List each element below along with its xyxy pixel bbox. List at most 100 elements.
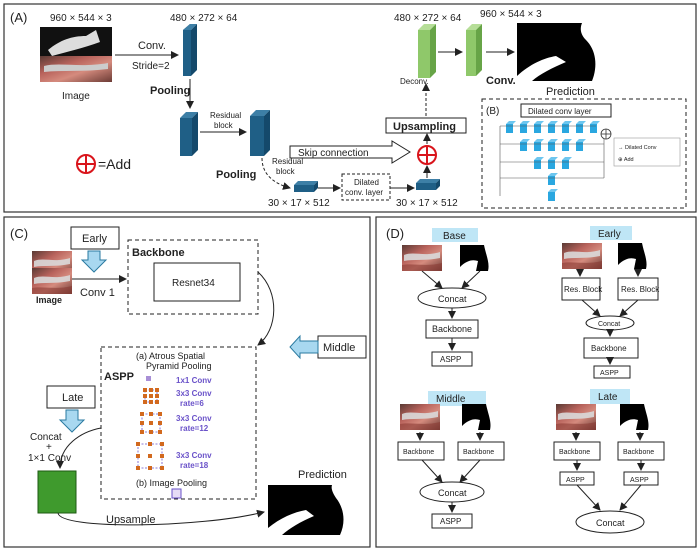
late-mask-image: [620, 404, 660, 430]
rate12-cell: [140, 430, 144, 434]
base-variant: Base Concat Backbone ASPP: [402, 228, 500, 367]
residual-1-l1: Residual: [210, 111, 241, 120]
stride-label: Stride=2: [132, 61, 170, 72]
base-aspp-box: [431, 351, 473, 367]
early-variant: Early Res. Block Res. Block Concat Backb…: [561, 226, 660, 379]
atrous-grid-rate18: [136, 442, 164, 470]
dilated-conv-box: [341, 173, 391, 201]
conv-1x1-square: [146, 376, 151, 381]
rate18-cell: [148, 442, 152, 446]
decoder-block-1: [418, 24, 436, 78]
conv-1x1-label: 1x1 Conv: [176, 376, 212, 385]
rate12-cell: [140, 421, 144, 425]
panel-b-title-box: [520, 103, 612, 118]
base-backbone: Backbone: [432, 324, 472, 334]
rate18-cell: [160, 466, 164, 470]
encoder-block-2: [180, 112, 198, 156]
conv-cube: [548, 142, 555, 151]
rate18-cell: [148, 454, 152, 458]
conv-r18-l2: rate=18: [180, 461, 209, 470]
early-rgb-image: [562, 243, 602, 269]
conv-r12-l1: 3x3 Conv: [176, 414, 212, 423]
aspp-label: ASPP: [104, 371, 134, 383]
panel-a: (A) 960 × 544 × 3 Image Conv. Stride=2 4…: [3, 3, 697, 213]
conv-cube-top: [534, 139, 544, 142]
late-bb2: Backbone: [623, 449, 654, 456]
rate18-cell: [136, 442, 140, 446]
middle-aspp: ASPP: [440, 517, 461, 526]
add-legend-icon: [76, 154, 96, 174]
panel-a-border: [3, 3, 697, 213]
panel-d-border: [375, 216, 697, 548]
middle-aspp-box: [431, 513, 473, 529]
resnet-label: Resnet34: [172, 278, 215, 289]
conv-cube: [506, 124, 513, 133]
conv-cube-top: [548, 139, 558, 142]
aspp-title-l2: Pyramid Pooling: [146, 361, 212, 371]
late-aspp2: ASPP: [630, 477, 649, 484]
concat-c-l2: 1×1 Conv: [28, 453, 71, 464]
dilated-l2: conv. layer: [345, 188, 383, 197]
rate6-cell: [143, 400, 147, 404]
upsampling-label: Upsampling: [393, 121, 456, 133]
late-concat: Concat: [596, 518, 625, 528]
panel-b-title: Dilated conv layer: [528, 107, 592, 116]
late-concat-ellipse: [575, 510, 645, 534]
panel-c-border: [3, 216, 371, 548]
conv-cube: [548, 160, 555, 169]
middle-title-box: [428, 391, 486, 406]
conv-cube-top: [520, 121, 530, 124]
late-label: Late: [62, 392, 83, 404]
backbone-label: Backbone: [132, 247, 185, 259]
late-rgb-image: [556, 404, 596, 430]
atrous-grid-rate12: [140, 412, 162, 434]
conv-cube: [534, 142, 541, 151]
aspp-region: [100, 346, 257, 500]
skip-label: Skip connection: [298, 148, 369, 159]
middle-mask-image: [462, 404, 502, 430]
rate12-cell: [158, 421, 162, 425]
rate6-cell: [155, 400, 159, 404]
rate6-cell: [149, 394, 153, 398]
rate6-cell: [149, 400, 153, 404]
aspp-title-l1: (a) Atrous Spatial: [136, 351, 205, 361]
panel-a-tag: (A): [10, 10, 27, 25]
panel-b-legend-add: ⊕ Add: [618, 157, 634, 163]
residual-2-l1: Residual: [272, 157, 303, 166]
middle-label: Middle: [323, 342, 355, 354]
conv-cube: [548, 124, 555, 133]
early-box: [70, 226, 120, 250]
conv-cube-top: [576, 121, 586, 124]
image-pooling-label: (b) Image Pooling: [136, 478, 207, 488]
conv-cube-top: [562, 157, 572, 160]
base-rgb-image: [402, 245, 442, 271]
encoder-block-1: [183, 24, 197, 76]
base-title-box: [432, 228, 478, 242]
early-res1: Res. Block: [564, 285, 603, 294]
input-image-stack: [40, 27, 112, 82]
prediction-c-label: Prediction: [298, 469, 347, 481]
conv-r6-l1: 3x3 Conv: [176, 389, 212, 398]
middle-bb1: Backbone: [403, 449, 434, 456]
image-c-label: Image: [36, 295, 62, 305]
conv-cube-top: [590, 121, 600, 124]
conv-cube: [562, 124, 569, 133]
panel-b-tag: (B): [486, 106, 499, 117]
add-legend-label: =Add: [98, 156, 131, 172]
conv-cube-top: [534, 121, 544, 124]
image-pooling-square: [171, 488, 182, 499]
early-backbone: Backbone: [591, 344, 627, 353]
conv-cube: [534, 124, 541, 133]
conv-cube: [562, 160, 569, 169]
dim-dec: 480 × 272 × 64: [394, 13, 462, 24]
base-aspp: ASPP: [440, 355, 461, 364]
conv-cube: [548, 176, 555, 185]
conv-cube-top: [506, 121, 516, 124]
dilated-conv-cubes: [499, 121, 612, 201]
conv-cube: [548, 192, 555, 201]
rate6-cell: [143, 394, 147, 398]
conv-cube-top: [562, 139, 572, 142]
bottleneck-left: [294, 181, 318, 192]
panel-d-tag: (D): [386, 226, 404, 241]
